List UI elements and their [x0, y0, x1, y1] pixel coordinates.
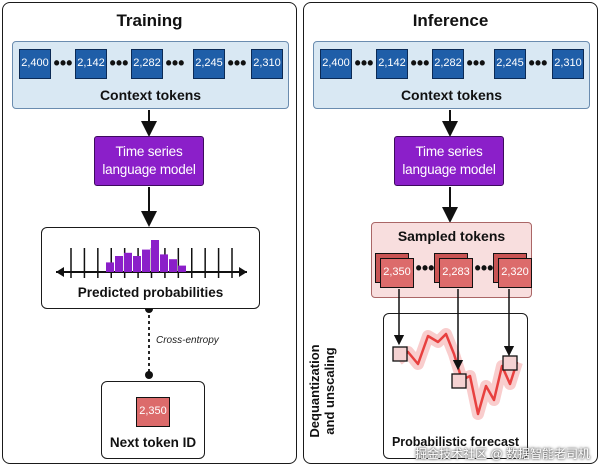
axis-arrowhead: [56, 267, 64, 277]
ellipsis: •••: [354, 53, 374, 73]
next-token: 2,350: [136, 397, 170, 427]
ellipsis: •••: [528, 53, 548, 73]
probability-bar: [160, 254, 168, 272]
inference-context-tokens: 2,400 ••• 2,142 ••• 2,282 ••• 2,245 ••• …: [313, 41, 590, 109]
predicted-probabilities-label: Predicted probabilities: [77, 285, 224, 300]
ellipsis: •••: [410, 53, 430, 73]
arrow-down-icon: [442, 110, 458, 223]
ellipsis: •••: [474, 258, 494, 278]
ellipsis: •••: [466, 53, 486, 73]
cross-entropy-label: Cross-entropy: [156, 335, 219, 346]
ellipsis: •••: [109, 53, 129, 73]
ellipsis: •••: [53, 53, 73, 73]
probability-bar: [124, 252, 132, 272]
context-token: 2,400: [320, 49, 352, 79]
context-token: 2,310: [552, 49, 584, 79]
inference-panel: Inference 2,400 ••• 2,142 ••• 2,282 ••• …: [303, 2, 598, 464]
sampled-token: 2,283: [439, 258, 473, 288]
probabilistic-forecast-label: Probabilistic forecast: [391, 435, 520, 449]
probability-bar: [151, 240, 159, 272]
inference-title: Inference: [412, 11, 489, 30]
context-tokens-label: Context tokens: [99, 87, 202, 103]
context-token: 2,310: [251, 49, 283, 79]
probability-bar: [106, 262, 114, 272]
training-title: Training: [116, 11, 183, 30]
context-token: 2,282: [131, 49, 163, 79]
sample-marker: [451, 373, 467, 389]
sampled-token: 2,320: [498, 258, 532, 288]
sample-marker: [392, 346, 408, 362]
model-label-line1: Time series: [415, 144, 483, 159]
context-tokens-label: Context tokens: [400, 87, 503, 103]
probability-histogram: [56, 240, 247, 278]
model-label-line1: Time series: [115, 144, 183, 159]
training-context-tokens: 2,400 ••• 2,142 ••• 2,282 ••• 2,245 ••• …: [12, 41, 289, 109]
forecast-chart: [392, 328, 523, 420]
time-series-language-model: Time series language model: [394, 136, 504, 186]
sampled-tokens-label: Sampled tokens: [397, 228, 506, 244]
model-label-line2: language model: [102, 162, 196, 177]
model-label-line2: language model: [402, 162, 496, 177]
probability-bar: [133, 256, 141, 272]
probability-bar: [169, 259, 177, 272]
ellipsis: •••: [227, 53, 247, 73]
axis-arrowhead: [239, 267, 247, 277]
ellipsis: •••: [165, 53, 185, 73]
training-panel: Training 2,400 ••• 2,142 ••• 2,282 ••• 2…: [2, 2, 297, 464]
context-token: 2,142: [75, 49, 107, 79]
next-token-id-label: Next token ID: [109, 435, 197, 450]
probability-bar: [115, 256, 123, 272]
context-token: 2,282: [432, 49, 464, 79]
sampled-tokens-box: Sampled tokens 2,350 ••• 2,283 ••• 2,320: [371, 222, 532, 298]
probability-bar: [142, 249, 150, 272]
probability-bar: [178, 265, 186, 272]
context-token: 2,245: [193, 49, 225, 79]
sampled-token: 2,350: [380, 258, 414, 288]
next-token-box: 2,350 Next token ID: [101, 381, 205, 459]
ellipsis: •••: [415, 258, 435, 278]
context-token: 2,142: [376, 49, 408, 79]
time-series-language-model: Time series language model: [94, 136, 204, 186]
connector-arrows: [393, 289, 515, 371]
watermark: 掘金技术社区 @ 数据智能老司机: [415, 447, 590, 461]
predicted-probabilities-box: Predicted probabilities: [41, 227, 260, 309]
probabilistic-forecast-box: Probabilistic forecast: [383, 313, 528, 459]
context-token: 2,400: [19, 49, 51, 79]
context-token: 2,245: [494, 49, 526, 79]
